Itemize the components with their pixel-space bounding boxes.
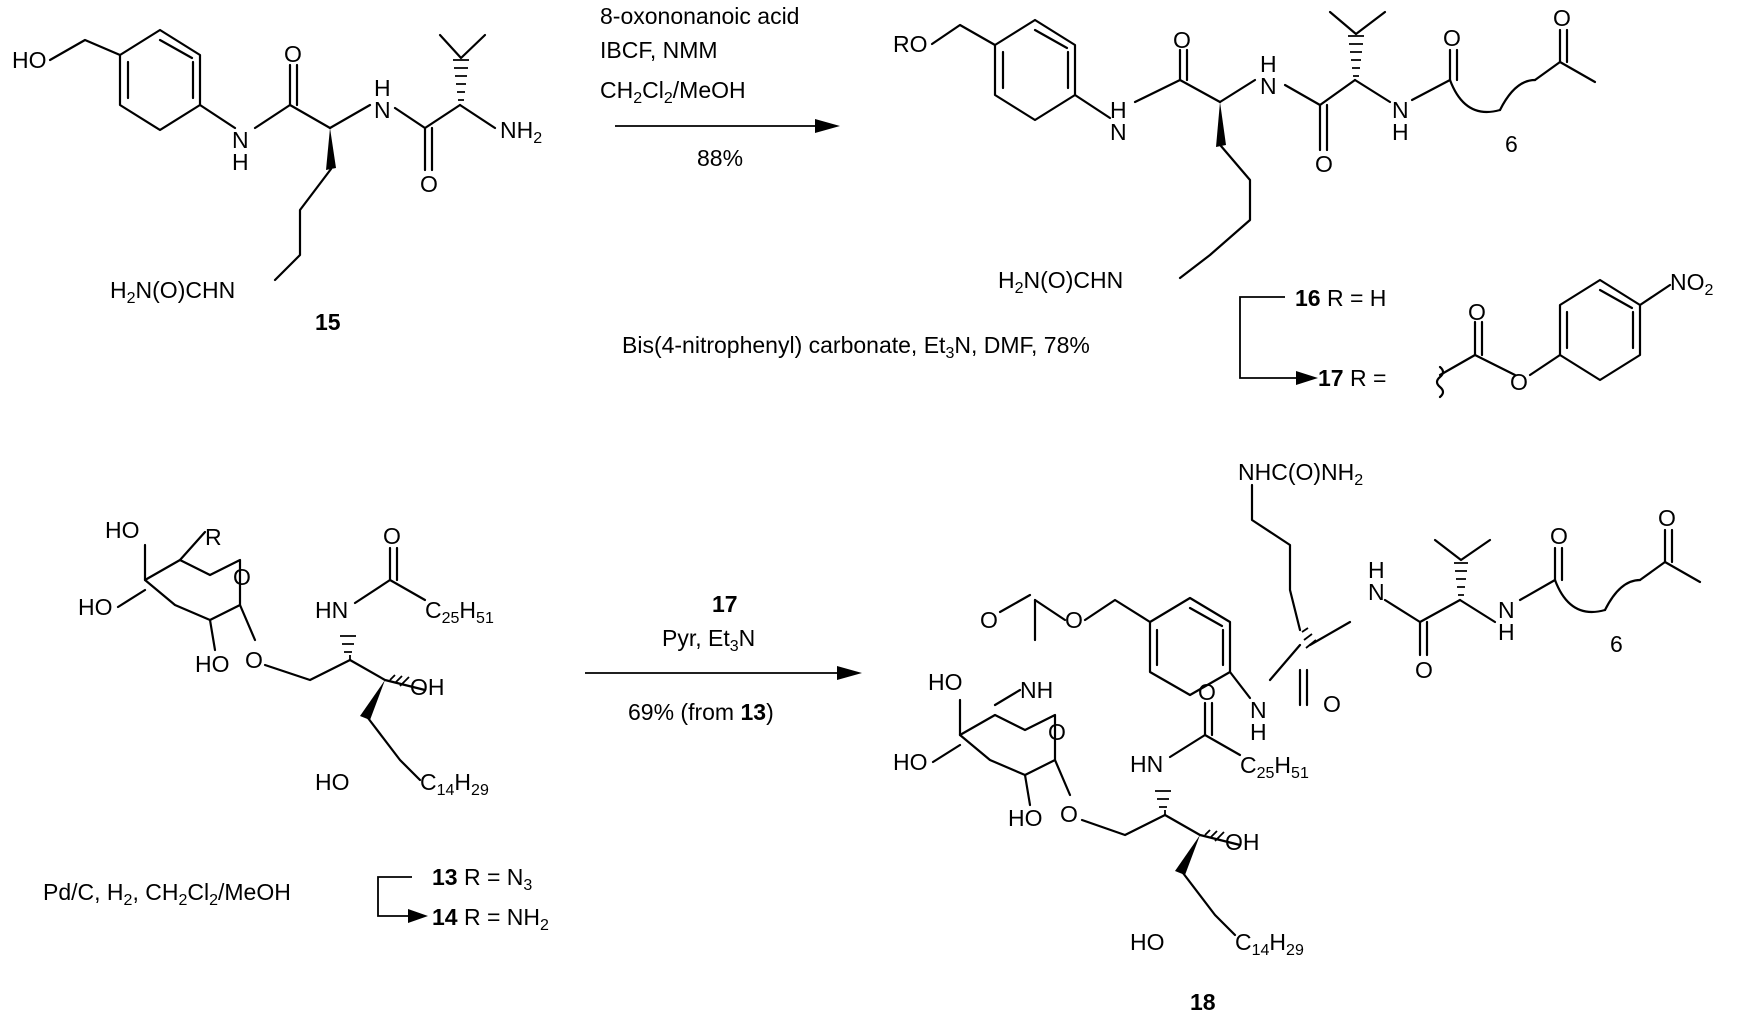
atom-label: HO xyxy=(195,651,230,677)
atom-label: HO xyxy=(1130,929,1165,955)
urea-label-18: NHC(O)NH2 xyxy=(1238,459,1363,489)
atom-label: N xyxy=(1498,597,1515,623)
step1-reagent-2: IBCF, NMM xyxy=(600,37,718,63)
reaction-step-1: 8-oxononanoic acid IBCF, NMM CH2Cl2/MeOH… xyxy=(600,3,840,171)
amine-label: NH2 xyxy=(500,117,542,147)
atom-label: O xyxy=(1468,299,1486,325)
atom-label: HO xyxy=(315,769,350,795)
atom-label: N xyxy=(1260,73,1277,99)
atom-label: H xyxy=(1368,557,1385,583)
reaction-step-2: Bis(4-nitrophenyl) carbonate, Et3N, DMF,… xyxy=(622,269,1714,399)
c25-label-18: C25H51 xyxy=(1240,752,1309,782)
compound-17-label: 17 R = xyxy=(1318,365,1386,391)
atom-label: HO xyxy=(12,47,47,73)
atom-label: HO xyxy=(105,517,140,543)
step1-arrowhead xyxy=(815,119,840,133)
chain-count-18: 6 xyxy=(1610,631,1623,657)
atom-label: N xyxy=(1392,97,1409,123)
atom-label: O xyxy=(245,647,263,673)
atom-label: N xyxy=(1368,579,1385,605)
step2-reagents: Bis(4-nitrophenyl) carbonate, Et3N, DMF,… xyxy=(622,332,1090,362)
atom-label: H xyxy=(1392,119,1409,145)
atom-label: H xyxy=(1250,719,1267,745)
atom-label: N xyxy=(1110,119,1127,145)
atom-label: HN xyxy=(315,597,348,623)
compound-15-structure: HO N H O H2N(O)CHN H N O NH2 15 xyxy=(12,28,542,335)
step3-reagent-number: 17 xyxy=(712,591,738,617)
atom-label: O xyxy=(1065,607,1083,633)
reaction-step-4: Pd/C, H2, CH2Cl2/MeOH 13 R = N3 14 R = N… xyxy=(43,864,549,934)
urea-label-16: H2N(O)CHN xyxy=(998,267,1123,297)
nitro-label: NO2 xyxy=(1670,269,1714,299)
compound-15-number: 15 xyxy=(315,309,341,335)
atom-label: O xyxy=(420,171,438,197)
atom-label: O xyxy=(1443,25,1461,51)
step3-arrowhead xyxy=(837,666,862,680)
atom-label: O xyxy=(383,523,401,549)
compound-13-14-structure: HO R O HO HO O HN O C25H51 OH HO C14H29 xyxy=(78,517,494,799)
compound-18-number: 18 xyxy=(1190,989,1216,1015)
step1-yield: 88% xyxy=(697,145,743,171)
c14-label-13: C14H29 xyxy=(420,769,489,799)
atom-label: H xyxy=(1498,619,1515,645)
atom-label: RO xyxy=(893,31,928,57)
atom-label: H xyxy=(232,149,249,175)
atom-label: HN xyxy=(1130,751,1163,777)
step2-bracket-arrow xyxy=(1239,296,1300,379)
compound-18-structure: NHC(O)NH2 N H O N H O 6 O O N H O xyxy=(893,459,1702,1015)
step4-bracket-arrow xyxy=(377,876,412,917)
atom-label: OH xyxy=(410,674,445,700)
atom-label: HO xyxy=(928,669,963,695)
atom-label: O xyxy=(1510,369,1528,395)
atom-label: HO xyxy=(893,749,928,775)
atom-label: O xyxy=(1323,691,1341,717)
reaction-step-3: 17 Pyr, Et3N 69% (from 13) xyxy=(585,591,862,725)
compound-16-label: 16 R = H xyxy=(1295,285,1386,311)
atom-label: O xyxy=(980,607,998,633)
atom-label: N xyxy=(374,97,391,123)
atom-label: O xyxy=(1553,5,1571,31)
atom-label: O xyxy=(284,41,302,67)
c25-label-13: C25H51 xyxy=(425,597,494,627)
atom-label: OH xyxy=(1225,829,1260,855)
atom-label: NH xyxy=(1020,677,1053,703)
r-label: R xyxy=(205,524,222,550)
chain-count: 6 xyxy=(1505,131,1518,157)
atom-label: H xyxy=(1260,51,1277,77)
compound-16-17-structure: RO H N O H2N(O)CHN H N O N H O 6 O xyxy=(893,5,1597,297)
step4-arrowhead xyxy=(408,909,428,923)
atom-label: O xyxy=(1550,523,1568,549)
c14-label-18: C14H29 xyxy=(1235,929,1304,959)
atom-label: O xyxy=(1048,719,1066,745)
atom-label: H xyxy=(1110,97,1127,123)
atom-label: H xyxy=(374,75,391,101)
atom-label: HO xyxy=(1008,805,1043,831)
step3-yield: 69% (from 13) xyxy=(628,699,774,725)
step1-solvent: CH2Cl2/MeOH xyxy=(600,77,746,107)
compound-13-label: 13 R = N3 xyxy=(432,864,532,894)
atom-label: O xyxy=(1060,801,1078,827)
step4-reagents: Pd/C, H2, CH2Cl2/MeOH xyxy=(43,879,291,909)
step2-arrowhead xyxy=(1296,371,1318,385)
atom-label: O xyxy=(233,564,251,590)
compound-14-label: 14 R = NH2 xyxy=(432,904,549,934)
atom-label: N xyxy=(1250,697,1267,723)
atom-label: HO xyxy=(78,594,113,620)
step3-conditions: Pyr, Et3N xyxy=(662,625,755,655)
urea-label-15: H2N(O)CHN xyxy=(110,277,235,307)
atom-label: O xyxy=(1315,151,1333,177)
atom-label: O xyxy=(1198,679,1216,705)
step1-reagent-1: 8-oxononanoic acid xyxy=(600,3,799,29)
atom-label: O xyxy=(1415,657,1433,683)
atom-label: N xyxy=(232,127,249,153)
atom-label: O xyxy=(1173,27,1191,53)
atom-label: O xyxy=(1658,505,1676,531)
